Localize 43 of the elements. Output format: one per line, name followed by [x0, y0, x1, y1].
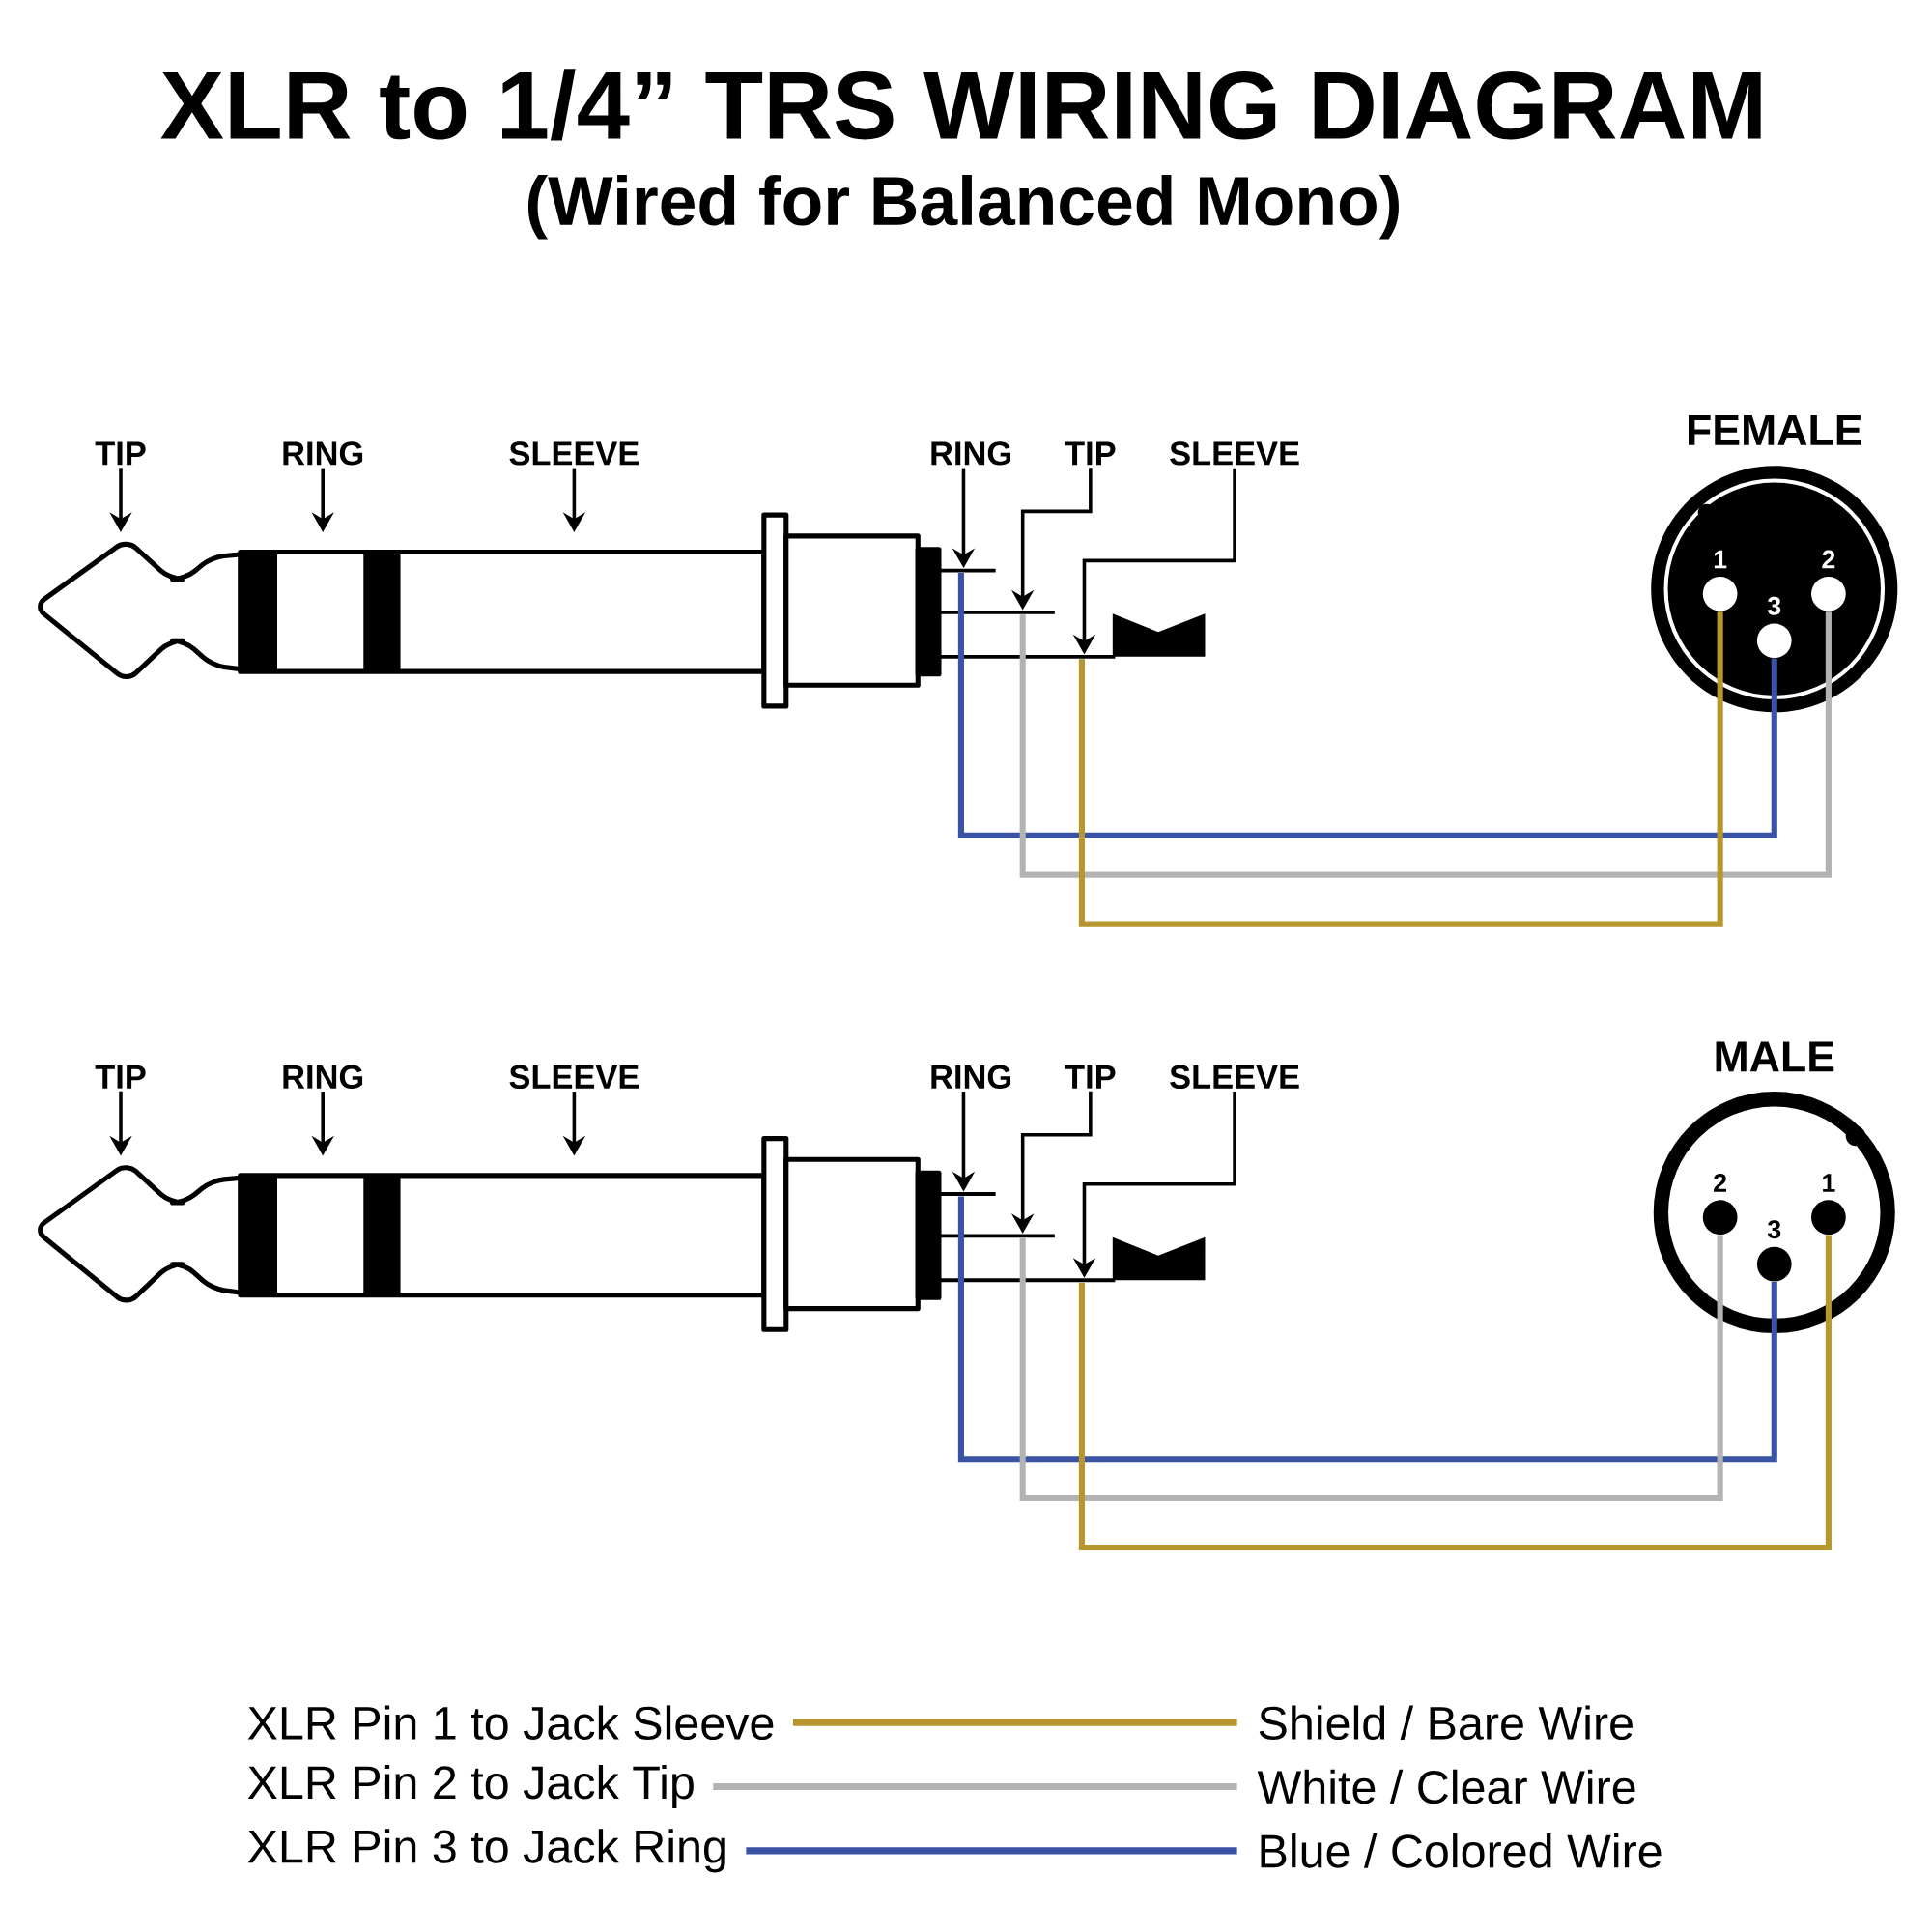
- node-label: 3: [1767, 596, 1781, 615]
- legend-text: XLR Pin 1 to Jack Sleeve: [247, 1705, 774, 1740]
- node-label: 3: [1767, 1220, 1781, 1239]
- wire: [1078, 611, 1723, 927]
- node-label: 1: [1714, 550, 1727, 569]
- terminal-lug: [938, 1192, 996, 1196]
- terminal-lug: [938, 611, 1055, 614]
- node-label: FEMALE: [1689, 414, 1861, 445]
- pin: 1: [1811, 1174, 1846, 1236]
- part-label: RING: [931, 1065, 1010, 1089]
- node-label: 2: [1822, 550, 1835, 569]
- part-label: TIP: [95, 441, 146, 466]
- terminal-lug: [938, 1234, 1055, 1238]
- node-label: 2: [1714, 1174, 1726, 1192]
- wire: [1078, 1235, 1832, 1551]
- legend-text: XLR Pin 3 to Jack Ring: [247, 1829, 725, 1873]
- subtitle: (Wired for Balanced Mono): [527, 175, 1399, 240]
- part-label: TIP: [1065, 441, 1116, 466]
- legend-text: XLR Pin 2 to Jack Tip: [247, 1764, 694, 1809]
- part-label: RING: [931, 441, 1010, 466]
- node-label: MALE: [1716, 1041, 1834, 1072]
- wire: [1019, 1235, 1723, 1502]
- part-label: TIP: [95, 1065, 146, 1089]
- pin: 2: [1811, 550, 1846, 611]
- wire-description: Shield / Bare Wire: [1259, 1705, 1633, 1740]
- part-label: SLEEVE: [1170, 1065, 1299, 1089]
- wire-description: White / Clear Wire: [1257, 1769, 1635, 1804]
- pin: 1: [1702, 550, 1738, 611]
- part-label: RING: [283, 1065, 363, 1089]
- wire: [1019, 611, 1832, 878]
- title: XLR to 1/4” TRS WIRING DIAGRAM: [160, 69, 1761, 141]
- wire-description: Blue / Colored Wire: [1261, 1833, 1662, 1868]
- pin: 3: [1756, 1220, 1792, 1282]
- wire: [957, 1196, 1777, 1463]
- pin: 2: [1702, 1174, 1738, 1236]
- part-label: TIP: [1065, 1065, 1116, 1089]
- part-label: SLEEVE: [509, 1065, 639, 1089]
- node-label: 1: [1823, 1174, 1835, 1192]
- part-label: SLEEVE: [509, 441, 639, 466]
- part-label: RING: [283, 441, 363, 466]
- part-label: SLEEVE: [1170, 441, 1299, 466]
- pin: 3: [1756, 596, 1792, 659]
- terminal-lug: [938, 568, 996, 573]
